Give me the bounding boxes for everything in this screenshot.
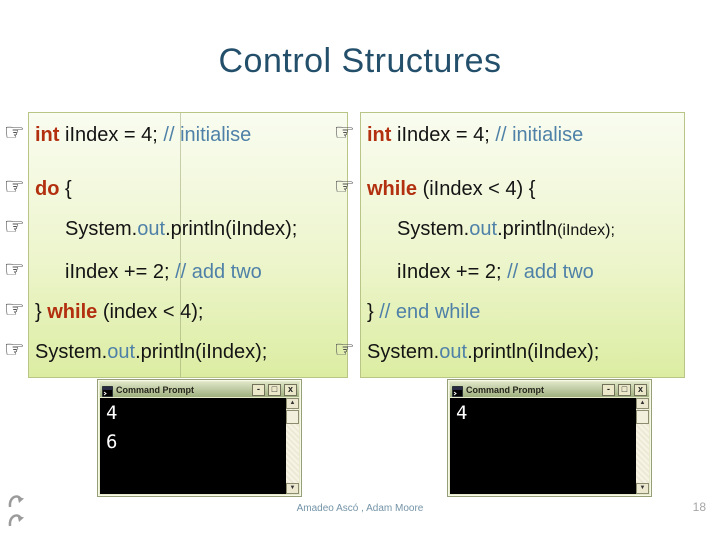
code-line: System.out.println(iIndex);	[65, 218, 298, 240]
code-line: } // end while	[367, 301, 481, 323]
console-output: 4	[450, 398, 636, 494]
scrollbar-thumb[interactable]	[636, 410, 649, 424]
window-titlebar[interactable]: Command Prompt - □ x	[450, 382, 649, 398]
scrollbar[interactable]: ▲ ▼	[286, 398, 299, 494]
code-line: System.out.println(iIndex);	[367, 341, 600, 363]
scroll-down-icon[interactable]: ▼	[636, 483, 649, 494]
scroll-down-icon[interactable]: ▼	[286, 483, 299, 494]
close-button[interactable]: x	[634, 383, 647, 396]
curved-arrow-icon	[8, 495, 24, 508]
table-column-divider	[180, 113, 181, 377]
console-line: 6	[106, 431, 118, 453]
console-output: 4 6	[100, 398, 286, 494]
action-arrows	[6, 491, 30, 533]
console-line: 4	[456, 402, 468, 424]
code-line: } while (index < 4);	[35, 301, 204, 323]
footer-authors: Amadeo Ascó , Adam Moore	[296, 503, 424, 514]
curved-arrow-icon	[8, 514, 24, 527]
command-prompt-icon	[451, 384, 464, 398]
pointing-hand-icon: ☞	[4, 120, 25, 146]
code-line: iIndex += 2; // add two	[65, 261, 262, 283]
command-prompt-icon	[101, 384, 114, 398]
command-prompt-window-2: Command Prompt - □ x 4 ▲ ▼	[447, 379, 652, 497]
scroll-up-icon[interactable]: ▲	[636, 398, 649, 409]
dowhile-code-box: int iIndex = 4; // initialise do { System.…	[28, 112, 348, 378]
window-titlebar[interactable]: Command Prompt - □ x	[100, 382, 299, 398]
maximize-button[interactable]: □	[268, 383, 281, 396]
maximize-button[interactable]: □	[618, 383, 631, 396]
minimize-button[interactable]: -	[252, 383, 265, 396]
command-prompt-window-1: Command Prompt - □ x 4 6 ▲ ▼	[97, 379, 302, 497]
while-code-box: int iIndex = 4; // initialise while (iInd…	[360, 112, 685, 378]
scroll-up-icon[interactable]: ▲	[286, 398, 299, 409]
code-line: int iIndex = 4; // initialise	[367, 124, 584, 146]
scrollbar-thumb[interactable]	[286, 410, 299, 424]
code-line: while (iIndex < 4) {	[367, 178, 536, 200]
page-number: 18	[692, 500, 706, 514]
pointing-hand-icon: ☞	[4, 257, 25, 283]
code-line: iIndex += 2; // add two	[397, 261, 594, 283]
pointing-hand-icon: ☞	[4, 297, 25, 323]
code-line: int iIndex = 4; // initialise	[35, 124, 252, 146]
pointing-hand-icon: ☞	[4, 337, 25, 363]
console-line: 4	[106, 402, 118, 424]
pointing-hand-icon: ☞	[4, 174, 25, 200]
scrollbar[interactable]: ▲ ▼	[636, 398, 649, 494]
code-line: do {	[35, 178, 72, 200]
minimize-button[interactable]: -	[602, 383, 615, 396]
page-title: Control Structures	[218, 42, 502, 80]
code-line: System.out.println(iIndex);	[35, 341, 268, 363]
window-title: Command Prompt	[466, 384, 545, 395]
window-title: Command Prompt	[116, 384, 195, 395]
pointing-hand-icon: ☞	[4, 214, 25, 240]
close-button[interactable]: x	[284, 383, 297, 396]
code-line: System.out.println(iIndex);	[397, 218, 615, 240]
